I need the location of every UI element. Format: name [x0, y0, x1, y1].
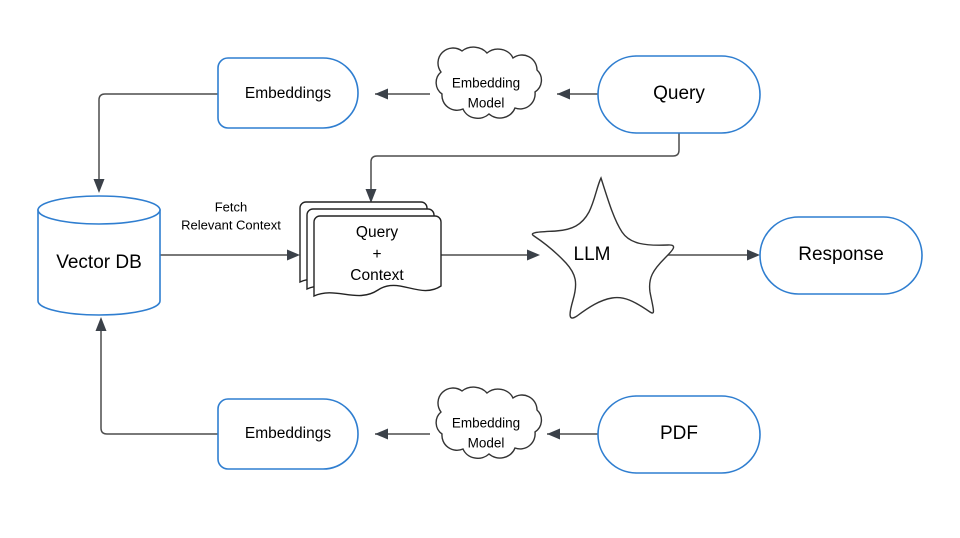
node-embeddings-top[interactable]: Embeddings [217, 57, 359, 129]
embedding-model-top-cloud-shape [435, 46, 543, 119]
pdf-shape [597, 395, 761, 474]
embeddings-bottom-label: Embeddings [245, 425, 331, 442]
edge-label-fetch-relevant-context: Fetch Relevant Context [181, 199, 281, 232]
arrowhead-query-context-to-llm [527, 249, 540, 261]
vector-db-top-ellipse [37, 195, 161, 225]
edge-embeddings-top-to-vector-db [98, 93, 218, 180]
llm-star-shape [531, 176, 675, 319]
embeddings-bottom-shape [217, 398, 359, 470]
arrowhead-vector-db-to-query-context [287, 249, 300, 261]
arrowhead-pdf-to-embedding-model [547, 428, 560, 440]
node-vector-db[interactable]: Vector DB [37, 195, 161, 316]
arrowhead-query-to-embedding-model [557, 88, 570, 100]
embedding-model-top-label-line1: Embedding [452, 76, 520, 91]
query-shape [597, 55, 761, 134]
node-response[interactable]: Response [759, 216, 923, 295]
embedding-model-bottom-cloud-shape [435, 386, 543, 459]
query-context-label-line1: Query [356, 224, 398, 241]
fetch-label-line2: Relevant Context [181, 217, 281, 232]
vector-db-label: Vector DB [56, 252, 142, 273]
arrowhead-embeddings-top-to-vector-db [93, 179, 105, 193]
node-embedding-model-bottom[interactable]: Embedding Model [435, 386, 543, 459]
node-pdf[interactable]: PDF [597, 395, 761, 474]
embedding-model-top-label-line2: Model [468, 96, 505, 111]
node-query-context[interactable]: Query + Context [299, 201, 442, 298]
node-embeddings-bottom[interactable]: Embeddings [217, 398, 359, 470]
query-context-doc-front [313, 215, 442, 298]
embeddings-top-label: Embeddings [245, 85, 331, 102]
vector-db-body-shape [37, 209, 161, 316]
response-shape [759, 216, 923, 295]
arrowhead-llm-to-response [747, 249, 760, 261]
embeddings-top-shape [217, 57, 359, 129]
arrowhead-embedding-model-to-embeddings-bottom [375, 428, 388, 440]
query-context-label-line3: Context [350, 267, 404, 284]
fetch-label-line1: Fetch [215, 199, 248, 214]
node-llm[interactable]: LLM [531, 176, 675, 319]
query-context-label-line2: + [372, 246, 381, 263]
edge-query-to-query-context [370, 133, 680, 190]
pdf-label: PDF [660, 423, 698, 444]
arrowhead-embeddings-bottom-to-vector-db [95, 317, 107, 331]
connector-layer [93, 88, 760, 440]
embedding-model-bottom-label-line1: Embedding [452, 416, 520, 431]
node-query[interactable]: Query [597, 55, 761, 134]
query-label: Query [653, 83, 705, 104]
arrowhead-query-to-query-context [365, 189, 377, 203]
response-label: Response [798, 244, 884, 265]
edge-embeddings-bottom-to-vector-db [100, 330, 218, 435]
llm-label: LLM [574, 244, 611, 265]
node-embedding-model-top[interactable]: Embedding Model [435, 46, 543, 119]
embedding-model-bottom-label-line2: Model [468, 436, 505, 451]
arrowhead-embedding-model-to-embeddings-top [375, 88, 388, 100]
